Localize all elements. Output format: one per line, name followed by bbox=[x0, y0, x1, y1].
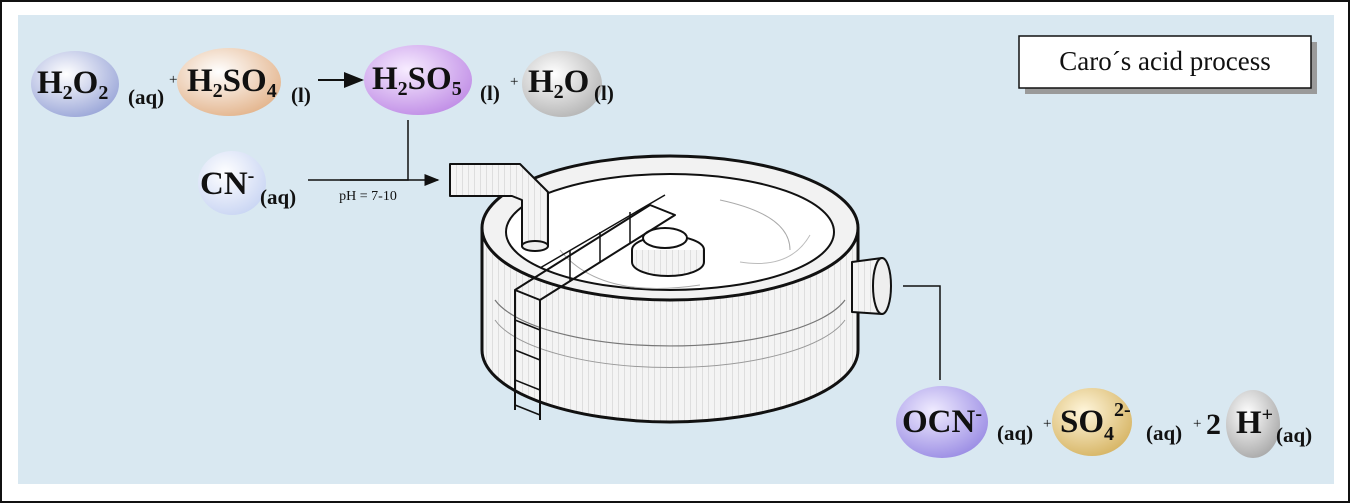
ph-condition-label: pH = 7-10 bbox=[339, 189, 397, 204]
cn-formula: CN- bbox=[200, 165, 254, 202]
h2o-bubble bbox=[522, 51, 602, 117]
h-bubble bbox=[1226, 390, 1280, 458]
h2so4-bubble bbox=[177, 48, 281, 116]
so4-formula: SO42- bbox=[1060, 399, 1131, 445]
title-box: Caro´s acid process bbox=[1018, 35, 1317, 94]
h2so4-state: (l) bbox=[291, 83, 311, 107]
h2o-state: (l) bbox=[594, 81, 614, 105]
h2o-formula: H2O bbox=[528, 64, 589, 103]
h2o2-formula: H2O2 bbox=[37, 65, 108, 104]
cyanide-reactant: CN- (aq) bbox=[198, 151, 296, 215]
h2o2-state: (aq) bbox=[128, 85, 164, 109]
ocn-formula: OCN- bbox=[902, 403, 982, 440]
plus-sign: + bbox=[510, 74, 518, 90]
h2so5-bubble bbox=[364, 45, 472, 115]
cn-bubble bbox=[198, 151, 266, 215]
plus-sign: + bbox=[1043, 416, 1051, 432]
plus-sign: + bbox=[169, 72, 177, 88]
diagram-title: Caro´s acid process bbox=[1059, 46, 1270, 76]
ocn-state: (aq) bbox=[997, 421, 1033, 445]
products-equation: OCN- (aq) + SO42- (aq) + 2 H+ (aq) bbox=[896, 386, 1312, 458]
h2so4-formula: H2SO4 bbox=[187, 63, 277, 102]
so4-bubble bbox=[1052, 388, 1132, 456]
plus-sign: + bbox=[1193, 416, 1201, 432]
h2so5-state: (l) bbox=[480, 81, 500, 105]
h-state: (aq) bbox=[1276, 423, 1312, 447]
coefficient: 2 bbox=[1206, 408, 1221, 441]
reaction-caros-acid-formation: H2O2 (aq) + H2SO4 (l) H2SO5 (l) + H2O (l… bbox=[31, 45, 614, 117]
h2o2-bubble bbox=[31, 51, 119, 117]
so4-state: (aq) bbox=[1146, 421, 1182, 445]
cn-state: (aq) bbox=[260, 185, 296, 209]
ocn-bubble bbox=[896, 386, 988, 458]
h-formula: H+ bbox=[1236, 404, 1273, 441]
h2so5-formula: H2SO5 bbox=[372, 61, 462, 100]
treatment-tank bbox=[449, 154, 892, 424]
outlet-line bbox=[903, 285, 941, 380]
